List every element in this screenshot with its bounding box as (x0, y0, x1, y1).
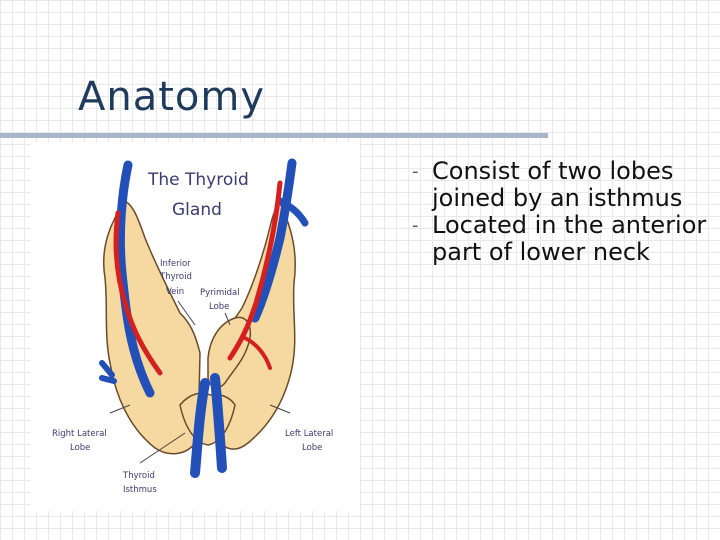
label-right-lobe-1: Right Lateral (52, 429, 107, 439)
pointer-right (109, 404, 131, 414)
pointer-pyramidal (224, 312, 231, 326)
thyroid-illustration: The Thyroid Gland Inferior Thyroid Vein … (52, 158, 333, 495)
bullet-marker: - (412, 161, 419, 182)
bullet-item: - Located in the anterior part of lower … (412, 211, 708, 266)
label-pyramidal-1: Pyrimidal (200, 288, 240, 298)
label-right-lobe-2: Lobe (70, 443, 90, 453)
label-isthmus-2: Isthmus (123, 485, 157, 495)
thyroid-diagram: The Thyroid Gland Inferior Thyroid Vein … (30, 143, 360, 511)
left-vein (115, 160, 155, 398)
vein-stub (99, 360, 117, 384)
label-inferior-vein-1: Inferior (160, 259, 191, 269)
label-inferior-vein-3: Vein (166, 287, 184, 297)
label-left-lobe-1: Left Lateral (285, 429, 333, 439)
label-inferior-vein-2: Thyroid (159, 272, 192, 282)
artery-branch (243, 336, 272, 370)
bullet-item: - Consist of two lobes joined by an isth… (412, 157, 708, 212)
title-underline (0, 133, 548, 138)
bullet-text: Consist of two lobes joined by an isthmu… (432, 157, 683, 212)
diagram-heading: The Thyroid (147, 170, 249, 190)
inferior-thyroid-vein (190, 373, 227, 478)
diagram-heading-2: Gland (172, 200, 222, 220)
bullet-text: Located in the anterior part of lower ne… (432, 211, 707, 266)
label-left-lobe-2: Lobe (302, 443, 322, 453)
vein-branch (276, 197, 309, 227)
label-pyramidal-2: Lobe (209, 302, 229, 312)
left-artery (113, 210, 163, 376)
bullet-marker: - (412, 215, 419, 236)
right-lateral-lobe (102, 200, 201, 455)
slide-title: Anatomy (78, 74, 266, 120)
right-vein (250, 158, 297, 323)
pointer-vein (177, 300, 196, 326)
pointer-isthmus (139, 432, 186, 464)
right-artery (227, 180, 283, 361)
pointer-left (269, 404, 291, 414)
bullet-list: - Consist of two lobes joined by an isth… (412, 157, 708, 266)
label-isthmus-1: Thyroid (122, 471, 155, 481)
